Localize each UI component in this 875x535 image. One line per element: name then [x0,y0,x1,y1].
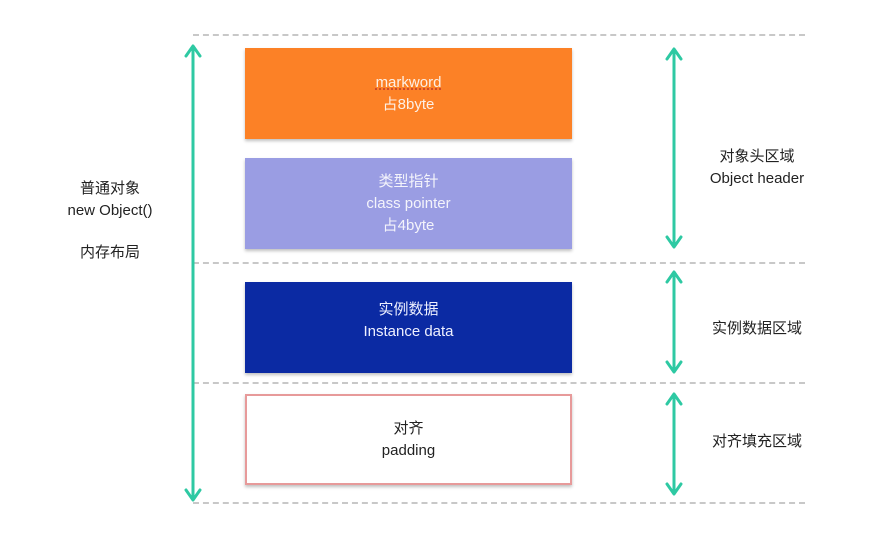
class-pointer-title-cn: 类型指针 [378,172,439,190]
separator-header-instance [193,262,805,264]
class-pointer-block: 类型指针 class pointer 占4byte [245,158,572,249]
object-layout-subtitle: 内存布局 [79,244,140,261]
markword-block: markword 占8byte [245,48,572,139]
padding-title-cn: 对齐 [393,419,424,437]
object-layout-label: 普通对象 new Object() 内存布局 [40,178,180,264]
padding-region-cn: 对齐填充区域 [711,433,802,450]
instance-data-arrow-icon [665,270,683,374]
object-header-region-en: Object header [709,170,805,187]
instance-data-region-cn: 实例数据区域 [711,320,802,337]
total-span-arrow-icon [184,44,202,502]
separator-top [193,34,805,36]
object-header-region-label: 对象头区域 Object header [692,146,822,190]
markword-size: 占8byte [382,96,435,113]
padding-arrow-icon [665,392,683,496]
class-pointer-title-en: class pointer [366,194,451,212]
object-header-region-cn: 对象头区域 [719,148,795,165]
markword-title: markword [375,74,442,91]
class-pointer-size: 占4byte [382,216,435,234]
instance-data-title-cn: 实例数据 [378,301,439,318]
object-header-arrow-icon [665,47,683,249]
instance-data-title-en: Instance data [363,323,454,340]
instance-data-region-label: 实例数据区域 [692,318,822,340]
padding-title-en: padding [381,441,436,459]
object-layout-title: 普通对象 [79,180,140,197]
padding-region-label: 对齐填充区域 [692,431,822,453]
separator-instance-padding [193,382,805,384]
padding-block: 对齐 padding [245,394,572,485]
object-layout-code: new Object() [67,202,153,219]
separator-bottom [193,502,805,504]
instance-data-block: 实例数据 Instance data [245,282,572,373]
